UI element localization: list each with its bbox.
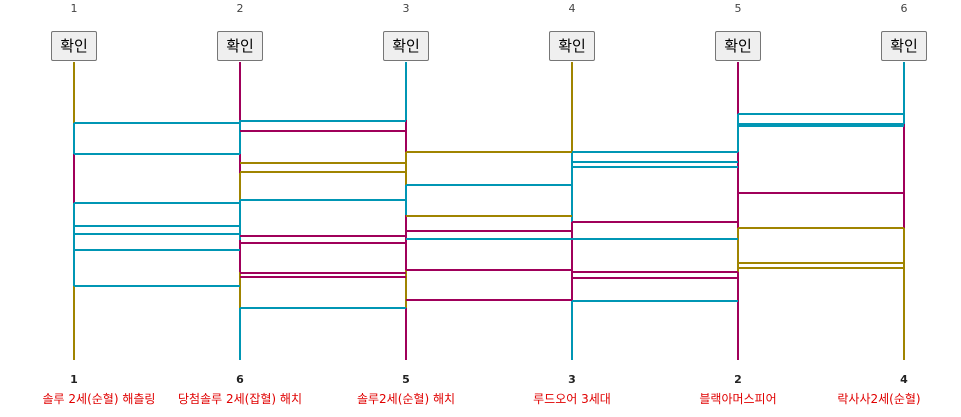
- result-label: 블랙아머스피어: [699, 392, 777, 406]
- confirm-button[interactable]: 확인: [549, 31, 595, 61]
- confirm-button[interactable]: 확인: [881, 31, 927, 61]
- top-number: 2: [236, 2, 244, 15]
- bottom-number: 2: [734, 373, 742, 386]
- confirm-button[interactable]: 확인: [217, 31, 263, 61]
- result-label: 솔루2세(순혈) 해치: [356, 392, 456, 406]
- bottom-number: 6: [236, 373, 244, 386]
- result-label: 루드오어 3세대: [533, 392, 611, 406]
- confirm-button[interactable]: 확인: [51, 31, 97, 61]
- confirm-button[interactable]: 확인: [383, 31, 429, 61]
- result-label: 락사사2세(순혈): [837, 392, 921, 406]
- top-number: 4: [568, 2, 576, 15]
- result-label: 당첨솔루 2세(잡혈) 해치: [178, 392, 302, 406]
- bottom-number: 3: [568, 373, 576, 386]
- top-number: 3: [402, 2, 410, 15]
- top-number: 1: [70, 2, 78, 15]
- top-number: 6: [900, 2, 908, 15]
- top-number: 5: [734, 2, 742, 15]
- bottom-number: 5: [402, 373, 410, 386]
- confirm-button[interactable]: 확인: [715, 31, 761, 61]
- bottom-number: 4: [900, 373, 908, 386]
- bottom-number: 1: [70, 373, 78, 386]
- result-label: 솔루 2세(순혈) 해츨링: [42, 392, 156, 406]
